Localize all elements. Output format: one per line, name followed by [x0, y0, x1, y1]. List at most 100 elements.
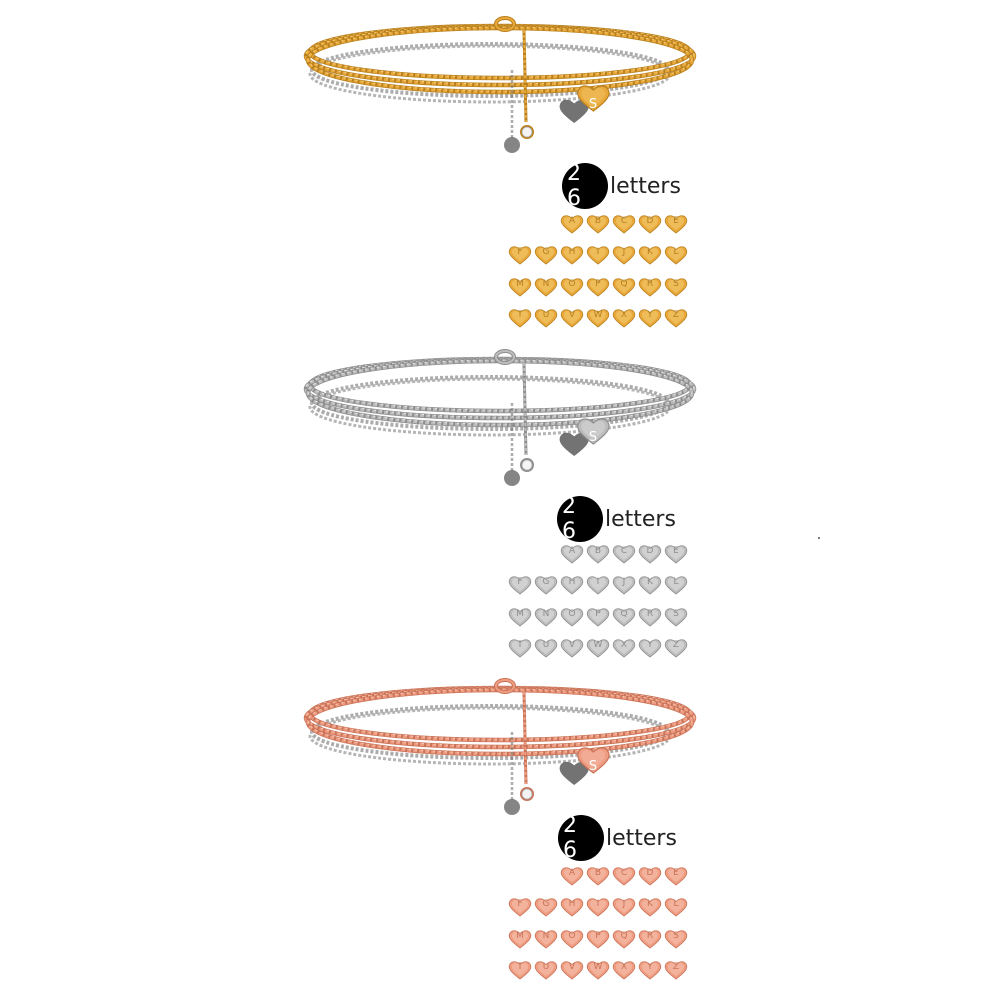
- charm-letter: Y: [647, 310, 653, 320]
- heart-icon: [534, 608, 558, 627]
- charm-letter: O: [568, 609, 576, 619]
- heart-icon: [586, 278, 610, 297]
- charm-letter: V: [568, 640, 576, 650]
- heart-charm-y: Y: [638, 959, 662, 981]
- stray-dot: [818, 537, 820, 539]
- heart-charm-h: H: [560, 244, 584, 266]
- charm-letter: F: [517, 577, 523, 587]
- charm-letter: I: [596, 899, 600, 909]
- chain-strands: [303, 23, 697, 95]
- heart-charm-h: H: [560, 574, 584, 596]
- heart-icon: [612, 576, 636, 595]
- heart-charm-n: N: [534, 606, 558, 628]
- heart-charm-s: S: [664, 606, 688, 628]
- heart-icon: [638, 961, 662, 980]
- heart-charm-u: U: [534, 959, 558, 981]
- heart-charm-s: S: [664, 276, 688, 298]
- charm-letter: W: [593, 640, 603, 650]
- heart-icon: [664, 309, 688, 328]
- heart-charm-k: K: [638, 896, 662, 918]
- count-circle: 2 6: [562, 161, 608, 211]
- heart-icon: [560, 278, 584, 297]
- charm-letter: X: [620, 310, 628, 320]
- heart-charm-j: J: [612, 896, 636, 918]
- heart-charm-l: L: [664, 896, 688, 918]
- charm-letter: Z: [672, 310, 680, 320]
- heart-charm-v: V: [560, 637, 584, 659]
- charm-letter: V: [568, 962, 576, 972]
- heart-charm-u: U: [534, 637, 558, 659]
- heart-charm-o: O: [560, 606, 584, 628]
- heart-icon: [638, 867, 662, 886]
- heart-charm-b: B: [586, 213, 610, 235]
- charm-letter: O: [568, 279, 576, 289]
- heart-icon: [586, 608, 610, 627]
- charm-letter: D: [646, 216, 654, 226]
- charm-letter: Y: [647, 962, 653, 972]
- heart-charm-r: R: [638, 276, 662, 298]
- extender-chain: [510, 691, 528, 802]
- charm-letter: W: [593, 962, 603, 972]
- charm-letter-engraving: S: [589, 759, 597, 774]
- heart-charm-r: R: [638, 928, 662, 950]
- heart-icon: [586, 545, 610, 564]
- heart-icon: [664, 246, 688, 265]
- count-circle: 2 6: [557, 494, 603, 544]
- heart-charm-a: A: [560, 543, 584, 565]
- heart-icon: [560, 639, 584, 658]
- heart-charm-c: C: [612, 543, 636, 565]
- charm-letter-engraving: S: [589, 97, 597, 112]
- extender-chain: [510, 362, 528, 473]
- heart-charm-w: W: [586, 307, 610, 329]
- charm-letter: M: [516, 931, 524, 941]
- heart-charm-p: P: [586, 928, 610, 950]
- heart-charm-n: N: [534, 276, 558, 298]
- charm-letter: H: [568, 577, 576, 587]
- heart-charm-t: T: [508, 637, 532, 659]
- charm-letter: Q: [620, 931, 628, 941]
- heart-charm-f: F: [508, 574, 532, 596]
- charm-letter: F: [517, 899, 523, 909]
- heart-icon: [560, 867, 584, 886]
- heart-icon: [664, 545, 688, 564]
- heart-icon: [612, 309, 636, 328]
- heart-charm-g: G: [534, 574, 558, 596]
- heart-icon: [638, 639, 662, 658]
- heart-charm-q: Q: [612, 276, 636, 298]
- charm-letter: X: [620, 962, 628, 972]
- heart-charm-z: Z: [664, 637, 688, 659]
- heart-charm-y: Y: [638, 637, 662, 659]
- heart-charm-m: M: [508, 606, 532, 628]
- heart-charm-g: G: [534, 244, 558, 266]
- letters-label: letters: [610, 173, 681, 199]
- heart-charm-a: A: [560, 865, 584, 887]
- crystal-drop-icon: [504, 458, 534, 486]
- silver-anklet-image: S: [303, 349, 697, 486]
- heart-icon: [560, 215, 584, 234]
- heart-icon: [508, 898, 532, 917]
- heart-icon: [664, 639, 688, 658]
- heart-charm-icon: S: [559, 85, 610, 123]
- heart-charm-s: S: [664, 928, 688, 950]
- charm-letter: M: [516, 279, 524, 289]
- lobster-clasp-icon: [494, 349, 516, 365]
- charm-letter: E: [673, 216, 679, 226]
- heart-charm-q: Q: [612, 606, 636, 628]
- heart-charm-w: W: [586, 959, 610, 981]
- letters-label: letters: [606, 825, 677, 851]
- heart-icon: [534, 898, 558, 917]
- chain-strands: [303, 356, 697, 428]
- heart-charm-v: V: [560, 959, 584, 981]
- heart-icon: [560, 961, 584, 980]
- charm-letter: M: [516, 609, 524, 619]
- heart-icon: [612, 639, 636, 658]
- charm-letter: Z: [672, 640, 680, 650]
- charm-letter: D: [646, 868, 654, 878]
- heart-icon: [586, 215, 610, 234]
- lobster-clasp-icon: [494, 678, 516, 694]
- heart-charm-h: H: [560, 896, 584, 918]
